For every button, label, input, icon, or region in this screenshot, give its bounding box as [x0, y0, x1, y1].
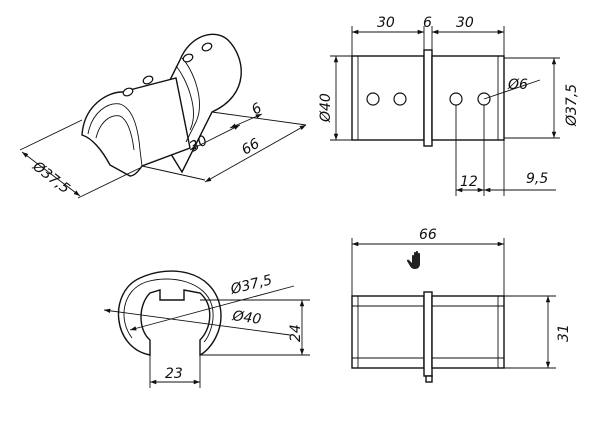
- hand-cursor-icon: [406, 250, 420, 269]
- front-center-ring: [423, 49, 433, 147]
- end-dia-37-5: Ø37,5: [228, 272, 274, 298]
- side-left-sleeve: [351, 295, 425, 369]
- side-right-sleeve: [431, 295, 505, 369]
- front-dim-30-left: 30: [377, 15, 395, 31]
- iso-length-6: 6: [249, 100, 265, 118]
- front-hole-2: [393, 92, 407, 106]
- front-left-sleeve: [351, 55, 425, 141]
- side-view: 66 31: [351, 227, 572, 383]
- iso-hole-3: [182, 53, 194, 63]
- iso-length-66: 66: [239, 136, 263, 159]
- end-outer-ring: [117, 270, 222, 357]
- end-dia-40: Ø40: [230, 308, 262, 328]
- iso-slot-inner: [87, 103, 143, 167]
- front-right-sleeve: [431, 55, 505, 141]
- front-hole-dia: Ø6: [507, 77, 528, 93]
- side-tab: [425, 375, 433, 383]
- front-dim-9-5: 9,5: [526, 171, 548, 187]
- front-hole-3: [449, 92, 463, 106]
- front-dim-6: 6: [423, 15, 432, 31]
- side-center-ring: [423, 291, 433, 377]
- iso-hole-1: [122, 87, 134, 97]
- iso-slot-inner-edge: [95, 115, 135, 151]
- front-view: 30 6 30 Ø40 Ø37,5 Ø6 12 9,5: [318, 15, 580, 196]
- iso-dia-label: Ø37,5: [29, 158, 73, 197]
- iso-length-30: 30: [187, 133, 211, 156]
- front-dim-30-right: 30: [456, 15, 474, 31]
- front-dim-12: 12: [460, 174, 478, 190]
- iso-hole-4: [201, 42, 213, 52]
- side-height-31: 31: [556, 324, 572, 342]
- isometric-view: Ø37,5 66 30 6: [19, 33, 307, 199]
- front-hole-1: [366, 92, 380, 106]
- front-dia-37-5: Ø37,5: [564, 84, 580, 127]
- end-slot-width: 23: [165, 366, 183, 382]
- iso-rim-2: [175, 65, 194, 131]
- end-inner-ring: [123, 278, 214, 343]
- end-view: 23 Ø37,5 Ø40 24: [103, 270, 310, 388]
- end-slot-height: 24: [288, 324, 304, 342]
- side-length-66: 66: [419, 227, 437, 243]
- front-dia-40: Ø40: [318, 93, 334, 123]
- iso-hole-2: [142, 75, 154, 85]
